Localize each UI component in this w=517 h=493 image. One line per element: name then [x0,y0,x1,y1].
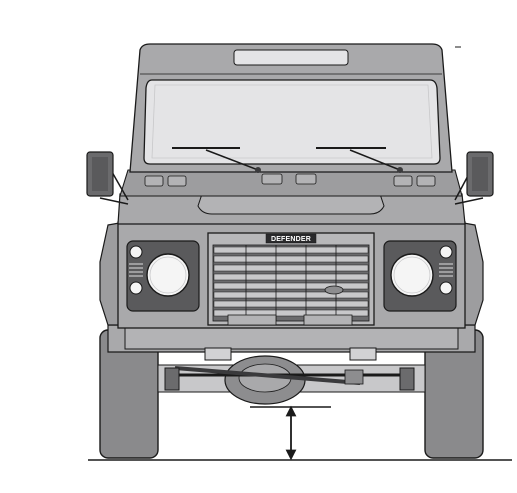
right-wiper [316,147,403,173]
bonnet-bulge [197,193,385,215]
left-tow-eye [204,347,232,361]
front-bumper [124,324,459,350]
right-mirror [454,151,494,205]
model-badge-text: DEFENDER [271,236,311,243]
right-headlight-assembly [383,240,457,312]
right-tow-eye [349,347,377,361]
vent-flaps [144,173,436,187]
left-headlight-assembly [126,240,200,312]
windscreen [143,79,441,165]
roof-light-bar [233,49,349,66]
left-mirror [86,151,129,205]
front-grille [207,232,375,326]
left-wiper [172,147,261,173]
brand-oval-badge [324,285,344,295]
front-axle [157,355,426,405]
model-badge [265,233,317,244]
